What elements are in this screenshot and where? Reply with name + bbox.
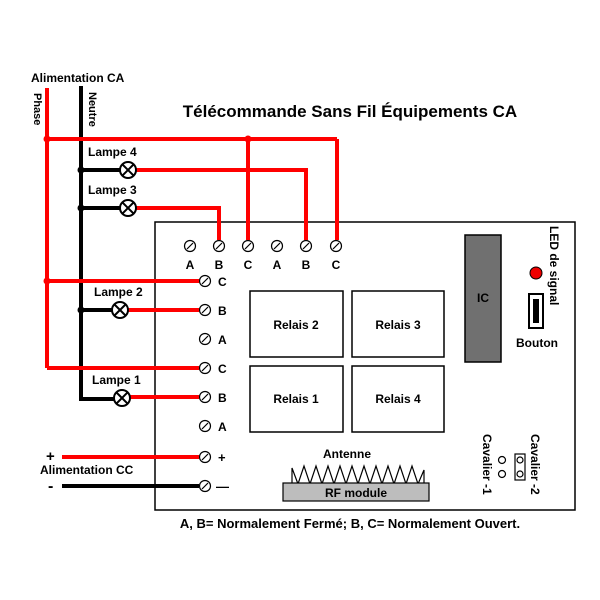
left-terminal-label: — xyxy=(216,479,229,494)
phase-wires xyxy=(45,88,339,459)
neutral-junctions xyxy=(77,166,85,314)
neutral-wires xyxy=(79,86,122,401)
footnote: A, B= Normalement Fermé; B, C= Normaleme… xyxy=(180,516,520,531)
lamp-4-label: Lampe 4 xyxy=(88,145,137,159)
relay-3-box xyxy=(351,290,445,358)
dc-plus-sign: + xyxy=(46,448,55,465)
push-button-core xyxy=(533,299,539,323)
dc-supply-label: Alimentation CC xyxy=(40,463,134,477)
top-terminal-label: C xyxy=(332,258,341,272)
jumper-1-pin-b xyxy=(497,469,507,479)
top-terminal-label: A xyxy=(186,258,195,272)
ic-label: IC xyxy=(477,291,489,305)
left-terminal-slots xyxy=(201,277,209,490)
lamp-2-icon xyxy=(111,301,129,319)
left-terminal-label: B xyxy=(218,391,227,405)
top-terminal-slots xyxy=(186,242,340,250)
left-terminal-label: B xyxy=(218,304,227,318)
signal-led xyxy=(529,266,543,280)
lamp-3-icon xyxy=(119,199,137,217)
phase-junctions xyxy=(43,135,252,285)
lamp-4-icon xyxy=(119,161,137,179)
ic-chip xyxy=(464,234,502,363)
left-terminal-label: C xyxy=(218,275,227,289)
lamp-3-label: Lampe 3 xyxy=(88,183,137,197)
rf-module xyxy=(282,482,430,502)
lamp-2-label: Lampe 2 xyxy=(94,285,143,299)
relay-2-box xyxy=(249,290,344,358)
led-label: LED de signal xyxy=(547,226,561,305)
dc-minus-sign: - xyxy=(48,478,53,495)
lamp-1-label: Lampe 1 xyxy=(92,373,141,387)
top-terminal-label: B xyxy=(302,258,311,272)
jumper-2-pin-a xyxy=(516,456,524,464)
jumper-1-pin-a xyxy=(497,455,507,465)
relay-2-label: Relais 2 xyxy=(273,318,319,332)
jumper-2-header[interactable] xyxy=(514,453,526,481)
diagram-title: Télécommande Sans Fil Équipements CA xyxy=(183,102,517,121)
jumper-2-pin-b xyxy=(516,470,524,478)
antenna-label: Antenne xyxy=(323,447,371,461)
button-label: Bouton xyxy=(516,336,558,350)
left-terminal-label: + xyxy=(218,450,226,465)
relay-4-box xyxy=(351,365,445,433)
jumper-2-label: Cavalier -2 xyxy=(528,434,542,495)
lamp-1-icon xyxy=(113,389,131,407)
left-terminal-label: A xyxy=(218,420,227,434)
left-terminal-label: C xyxy=(218,362,227,376)
relay-1-box xyxy=(249,365,344,433)
neutral-label: Neutre xyxy=(86,92,98,127)
relay-4-label: Relais 4 xyxy=(375,392,421,406)
jumper-1-label: Cavalier -1 xyxy=(480,434,494,495)
rf-module-label: RF module xyxy=(325,486,387,500)
left-terminal-label: A xyxy=(218,333,227,347)
top-terminal-label: C xyxy=(244,258,253,272)
relay-1-label: Relais 1 xyxy=(273,392,319,406)
phase-label: Phase xyxy=(31,93,43,125)
relay-3-label: Relais 3 xyxy=(375,318,421,332)
top-terminal-label: A xyxy=(273,258,282,272)
ac-supply-label: Alimentation CA xyxy=(31,71,125,85)
top-terminal-label: B xyxy=(215,258,224,272)
